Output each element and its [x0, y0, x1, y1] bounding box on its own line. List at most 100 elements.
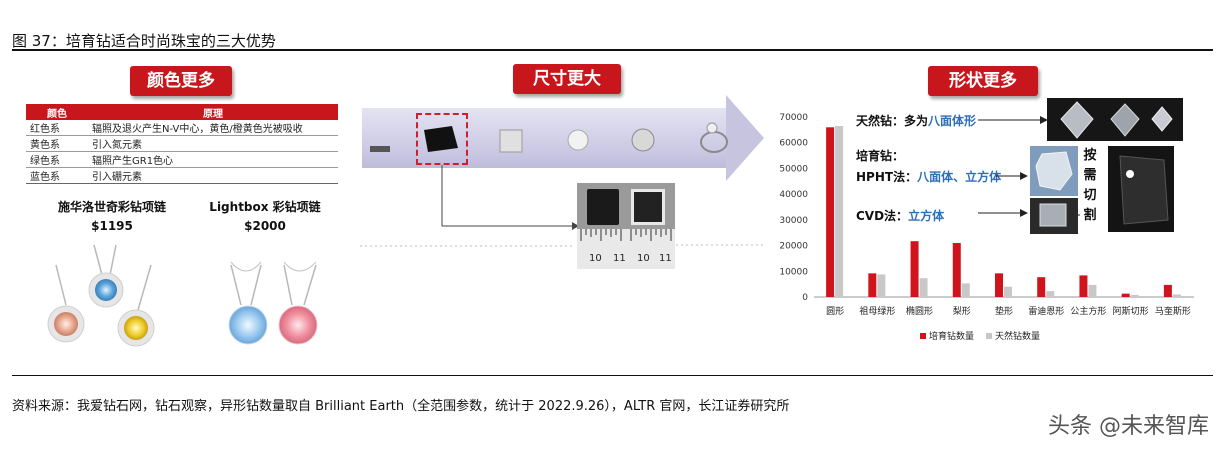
table-cell: 辐照及退火产生N-V中心，黄色/橙黄色光被吸收 — [88, 120, 338, 136]
table-cell: 引入氮元素 — [88, 135, 338, 152]
size-connector — [360, 165, 579, 247]
bar-cultivated — [1121, 293, 1130, 297]
bar-natural — [835, 126, 844, 297]
ruler-label: 10 — [637, 253, 650, 264]
bar-cultivated — [1163, 284, 1172, 297]
y-tick-label: 0 — [802, 293, 808, 303]
legend-swatch — [986, 333, 992, 339]
table-cell: 绿色系 — [26, 151, 88, 168]
arrow-head-icon — [726, 95, 764, 181]
table-row: 蓝色系 引入硼元素 — [26, 167, 338, 184]
legend-label: 天然钻数量 — [995, 330, 1040, 342]
bar-cultivated — [910, 241, 919, 297]
bar-natural — [1130, 294, 1139, 297]
ruler-label: 11 — [659, 253, 672, 264]
cvd-shape: 立方体 — [908, 209, 945, 223]
hpht-label: HPHT法： — [856, 170, 918, 184]
cut-char: 需 — [1083, 168, 1097, 183]
x-tick-label: 梨形 — [953, 305, 971, 317]
product-name-2: Lightbox 彩钻项链 — [209, 200, 321, 214]
bar-natural — [877, 274, 886, 297]
bar-cultivated — [1037, 277, 1046, 297]
table-row: 黄色系 引入氮元素 — [26, 135, 338, 152]
ruler-label: 11 — [613, 253, 626, 264]
table-cell: 红色系 — [26, 120, 88, 136]
bar-cultivated — [995, 273, 1003, 297]
cut-crystal-photo — [1108, 146, 1174, 232]
y-tick-label: 10000 — [779, 267, 808, 277]
natural-shape: 八面体形 — [928, 114, 977, 128]
product-name-1: 施华洛世奇彩钻项链 — [57, 200, 166, 214]
table-cell: 辐照产生GR1色心 — [88, 151, 338, 168]
title-rule — [12, 49, 1213, 51]
table-row: 红色系 辐照及退火产生N-V中心，黄色/橙黄色光被吸收 — [26, 120, 338, 136]
highlight-box — [416, 113, 468, 165]
bar-natural — [961, 283, 970, 297]
cut-char: 割 — [1083, 208, 1097, 223]
ruler-label: 10 — [589, 253, 602, 264]
bar-natural — [919, 278, 928, 297]
y-tick-label: 30000 — [779, 216, 808, 226]
figure-title: 图 37：培育钻适合时尚珠宝的三大优势 — [12, 32, 276, 50]
lightbox-necklace-icon — [228, 261, 318, 345]
necklace-images — [47, 244, 318, 347]
bar-natural — [1004, 286, 1012, 297]
color-table-header: 原理 — [88, 104, 338, 120]
shape-heading: 形状更多 — [928, 66, 1038, 96]
footer-rule — [12, 375, 1213, 376]
cut-char: 按 — [1083, 148, 1097, 163]
crystal-photo: 10 11 10 11 — [577, 183, 675, 269]
cvd-label: CVD法： — [856, 209, 909, 223]
y-tick-label: 50000 — [779, 164, 808, 174]
hpht-annotation: HPHT法：八面体、立方体 — [856, 168, 1001, 185]
color-table-header: 颜色 — [26, 104, 88, 120]
hpht-shape: 八面体、立方体 — [917, 170, 1002, 184]
product-price-1: $1195 — [91, 219, 133, 233]
hpht-crystal-photo — [1030, 146, 1078, 196]
source-note: 资料来源：我爱钻石网，钻石观察，异形钻数量取自 Brilliant Earth（… — [12, 399, 790, 414]
bar-cultivated — [868, 273, 877, 297]
color-table: 颜色 原理 红色系 辐照及退火产生N-V中心，黄色/橙黄色光被吸收 黄色系 引入… — [26, 104, 338, 184]
size-arrow-band — [362, 108, 727, 168]
table-cell: 蓝色系 — [26, 167, 88, 184]
table-cell: 黄色系 — [26, 135, 88, 152]
legend-swatch — [920, 333, 926, 339]
x-tick-label: 垫形 — [995, 305, 1013, 317]
x-tick-label: 椭圆形 — [906, 305, 933, 317]
size-progression-icons — [370, 122, 728, 153]
x-tick-label: 公主方形 — [1070, 305, 1106, 317]
table-row: 绿色系 辐照产生GR1色心 — [26, 151, 338, 168]
bar-natural — [1046, 291, 1055, 297]
size-heading: 尺寸更大 — [513, 64, 621, 94]
y-tick-label: 40000 — [779, 190, 808, 200]
cvd-annotation: CVD法：立方体 — [856, 207, 944, 224]
x-tick-label: 圆形 — [826, 305, 844, 317]
cvd-crystal-photo — [1030, 198, 1078, 234]
cultivated-label: 培育钻： — [856, 149, 905, 163]
natural-label: 天然钻：多为 — [856, 114, 929, 128]
bar-cultivated — [826, 127, 835, 298]
bar-natural — [1172, 294, 1181, 297]
legend-label: 培育钻数量 — [929, 330, 974, 342]
table-cell: 引入硼元素 — [88, 167, 338, 184]
color-heading: 颜色更多 — [130, 66, 232, 96]
y-tick-label: 70000 — [779, 113, 808, 123]
swarovski-necklace-icon — [47, 244, 155, 347]
shape-bar-chart: 0 10000 20000 30000 40000 50000 60000 70000 圆形 祖母… — [779, 113, 1194, 342]
cut-on-demand-label: 按 需 切 割 — [1082, 146, 1098, 226]
y-tick-label: 20000 — [779, 242, 808, 252]
x-tick-label: 祖母绿形 — [859, 305, 895, 317]
bar-natural — [1088, 284, 1097, 297]
watermark: 头条 @未来智库 — [1048, 414, 1209, 439]
bar-cultivated — [1079, 275, 1088, 297]
x-tick-label: 阿斯切形 — [1113, 305, 1149, 317]
x-tick-label: 雷迪恩形 — [1028, 305, 1064, 317]
bar-cultivated — [952, 243, 961, 297]
dotted-guide — [676, 244, 766, 246]
octahedron-photo — [1047, 98, 1183, 141]
product-price-2: $2000 — [244, 219, 286, 233]
natural-annotation: 天然钻：多为八面体形 — [856, 112, 976, 129]
y-tick-label: 60000 — [779, 139, 808, 149]
cut-char: 切 — [1083, 188, 1097, 203]
x-tick-label: 马奎斯形 — [1155, 305, 1191, 317]
